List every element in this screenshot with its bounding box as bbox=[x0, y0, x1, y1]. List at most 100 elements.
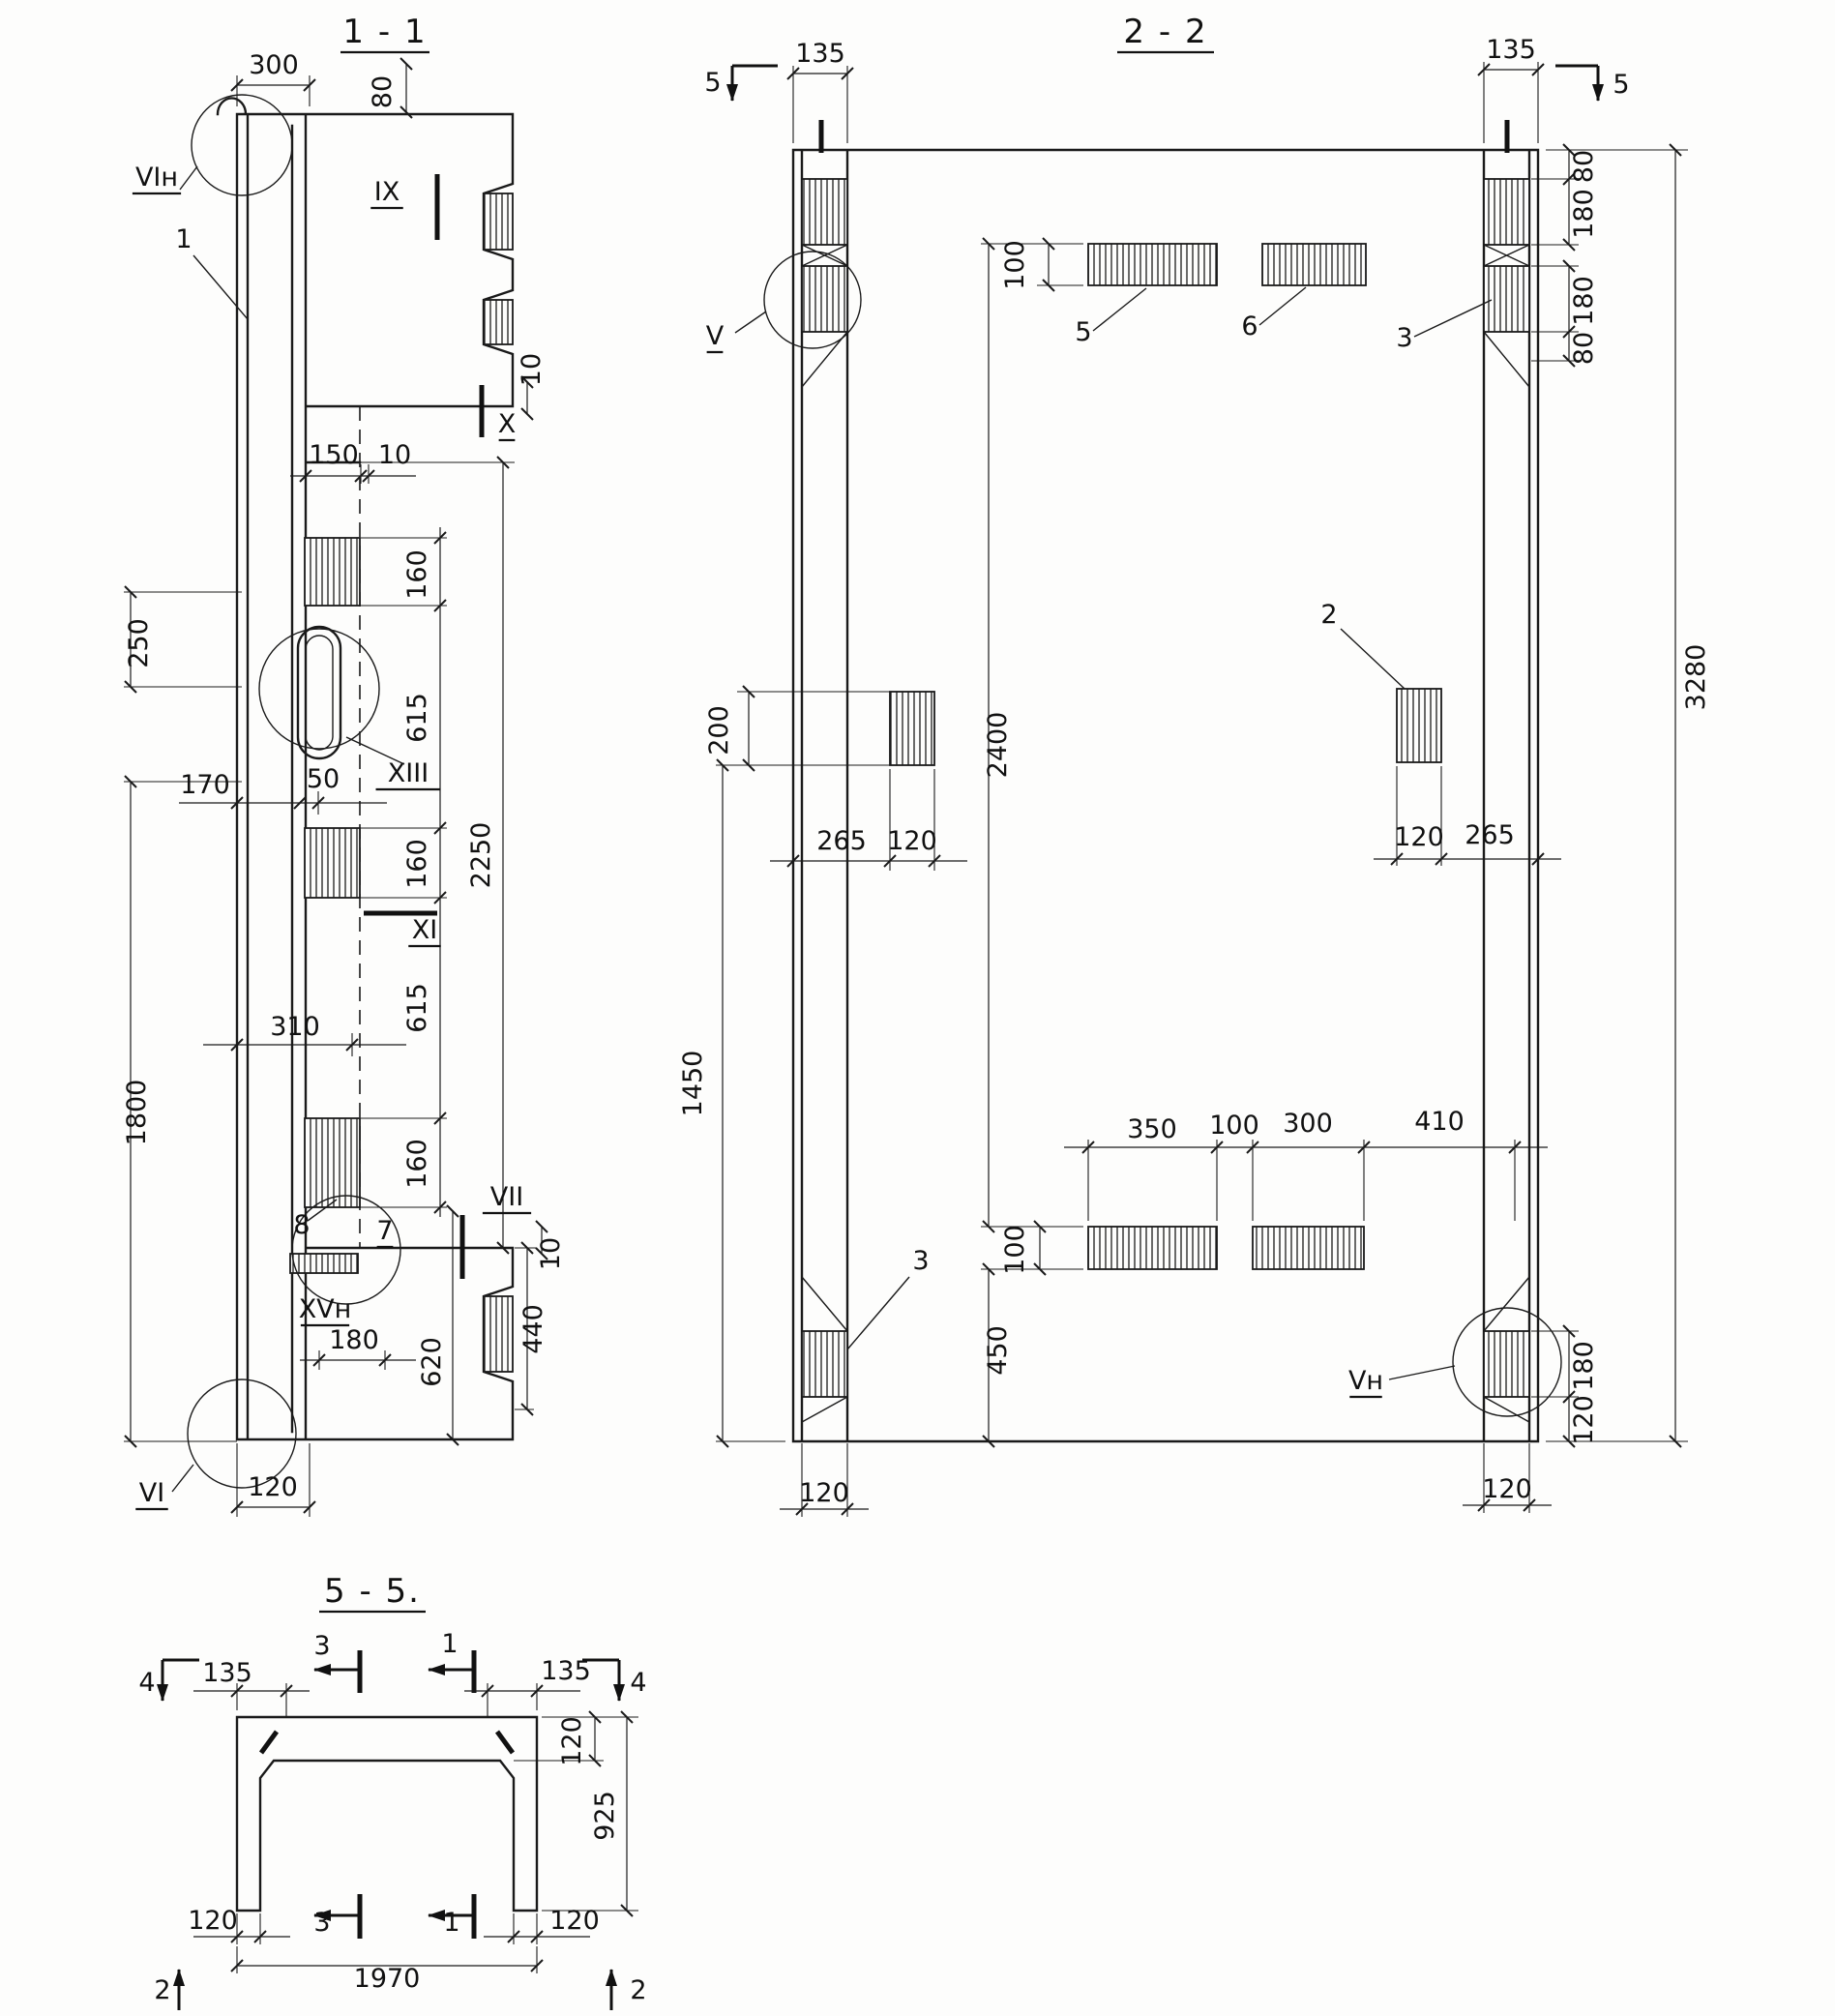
face-plate-6 bbox=[1261, 243, 1367, 286]
extension-lines-2-2 bbox=[716, 62, 1688, 1517]
section-mark-label: VIн bbox=[135, 163, 178, 193]
dim-label: 1970 bbox=[354, 1964, 421, 1994]
dim-label: 160 bbox=[402, 1139, 432, 1189]
detail-circle-7 bbox=[291, 1195, 401, 1305]
rib-diagonals bbox=[801, 244, 1530, 1423]
dim-label: 10 bbox=[517, 353, 547, 386]
section-mark-label: 1 bbox=[441, 1629, 458, 1659]
section-mark-label: 4 bbox=[138, 1668, 155, 1698]
leader-lines-1-1 bbox=[171, 165, 405, 1493]
dim-label: 160 bbox=[402, 839, 432, 889]
dim-label: 135 bbox=[541, 1656, 591, 1686]
section-mark-label: IX bbox=[374, 177, 400, 207]
dim-label: 80 bbox=[1569, 332, 1599, 365]
embedded-plate bbox=[304, 827, 361, 899]
face-plate bbox=[889, 691, 935, 766]
dim-label: 620 bbox=[417, 1337, 447, 1387]
dim-label: 615 bbox=[402, 983, 432, 1033]
slot-opening-inner bbox=[305, 635, 334, 751]
dim-label: 3280 bbox=[1681, 644, 1711, 711]
detail-circle-VI bbox=[187, 1379, 297, 1489]
section-mark-label: 1 bbox=[443, 1908, 459, 1938]
dim-label: 120 bbox=[248, 1472, 298, 1502]
dim-label: 450 bbox=[983, 1325, 1013, 1376]
dim-label: 300 bbox=[1283, 1109, 1333, 1139]
section-mark-label: VI bbox=[139, 1478, 164, 1508]
edge-key-plate bbox=[483, 193, 514, 251]
cut-ticks-5-5 bbox=[357, 1650, 477, 1939]
dim-label: 100 bbox=[1000, 1225, 1030, 1275]
dim-label: 10 bbox=[536, 1237, 566, 1270]
section-mark-label: Vн bbox=[1348, 1366, 1383, 1396]
item-number: 1 bbox=[175, 224, 192, 254]
rib-plate bbox=[801, 178, 848, 246]
dim-label: 310 bbox=[270, 1012, 320, 1042]
embedded-plate bbox=[304, 1117, 361, 1208]
section-mark-label: 5 bbox=[1613, 70, 1629, 100]
detail-circle-VIn bbox=[191, 94, 293, 196]
dim-label: 120 bbox=[549, 1906, 600, 1936]
leader-lines-2-2 bbox=[734, 286, 1493, 1380]
edge-key-plate bbox=[483, 1295, 514, 1373]
embedded-plate-7 bbox=[289, 1253, 359, 1274]
dim-label: 180 bbox=[1569, 276, 1599, 326]
dim-label: 2400 bbox=[983, 712, 1013, 779]
edge-key-plate bbox=[483, 299, 514, 345]
dim-label: 200 bbox=[704, 705, 734, 756]
dim-label: 50 bbox=[307, 764, 340, 794]
dim-chains-5-5 bbox=[193, 1690, 590, 1938]
embedded-plate bbox=[304, 537, 361, 607]
dim-ticks-5-5 bbox=[230, 1684, 544, 1943]
dim-label: 350 bbox=[1127, 1114, 1177, 1144]
rib-plate bbox=[1483, 265, 1530, 333]
section-mark-label: 3 bbox=[313, 1908, 330, 1938]
dim-label: 160 bbox=[402, 549, 432, 600]
face-plate bbox=[1087, 1226, 1218, 1270]
panel-outline-2-2 bbox=[791, 148, 1540, 1443]
item-number: 8 bbox=[293, 1210, 310, 1240]
corner-marks-5-5 bbox=[258, 1730, 516, 1755]
dim-label: 135 bbox=[202, 1658, 252, 1688]
extension-lines-1-1 bbox=[124, 75, 537, 1517]
section-mark-label: 5 bbox=[704, 68, 721, 98]
detail-circle-V bbox=[763, 251, 862, 349]
face-plate bbox=[1252, 1226, 1365, 1270]
dim-label: 120 bbox=[1482, 1474, 1532, 1504]
rib-plate bbox=[1483, 1330, 1530, 1398]
cut-marks-1-1 bbox=[364, 174, 485, 1279]
section-mark-label: X bbox=[498, 409, 517, 439]
dim-label: 265 bbox=[1465, 820, 1515, 850]
dim-label: 120 bbox=[887, 826, 937, 856]
section-mark-label: 2 bbox=[154, 1975, 170, 2005]
face-plate-2 bbox=[1396, 688, 1442, 763]
dim-label: 135 bbox=[795, 39, 845, 69]
dim-label: 120 bbox=[188, 1906, 238, 1936]
item-number: 7 bbox=[376, 1216, 393, 1246]
dim-label: 80 bbox=[1569, 150, 1599, 183]
view-section-2-2: 2 - 2 bbox=[716, 13, 1688, 1517]
dim-label: 615 bbox=[402, 693, 432, 743]
rib-plate bbox=[801, 1330, 848, 1398]
view-section-1-1: 1 - 1 bbox=[124, 13, 548, 1517]
dim-label: 100 bbox=[1000, 240, 1030, 290]
section-mark-label: 2 bbox=[630, 1975, 646, 2005]
dim-label: 265 bbox=[816, 826, 867, 856]
item-number: 6 bbox=[1241, 311, 1258, 341]
item-number: 3 bbox=[1396, 323, 1412, 353]
dim-label: 135 bbox=[1486, 35, 1536, 65]
view-title-2-2: 2 - 2 bbox=[1123, 13, 1207, 51]
face-plate-5 bbox=[1087, 243, 1218, 286]
dim-label: 440 bbox=[518, 1304, 548, 1354]
section-mark-label: 3 bbox=[313, 1631, 330, 1661]
dim-label: 180 bbox=[1569, 189, 1599, 239]
dim-label: 300 bbox=[249, 50, 299, 80]
channel-outline-5-5 bbox=[235, 1715, 539, 1912]
dim-label: 10 bbox=[378, 440, 411, 470]
section-mark-label: XVн bbox=[299, 1294, 352, 1324]
dim-label: 250 bbox=[124, 618, 154, 668]
dim-label: 180 bbox=[329, 1325, 379, 1355]
item-number: 3 bbox=[912, 1246, 929, 1276]
